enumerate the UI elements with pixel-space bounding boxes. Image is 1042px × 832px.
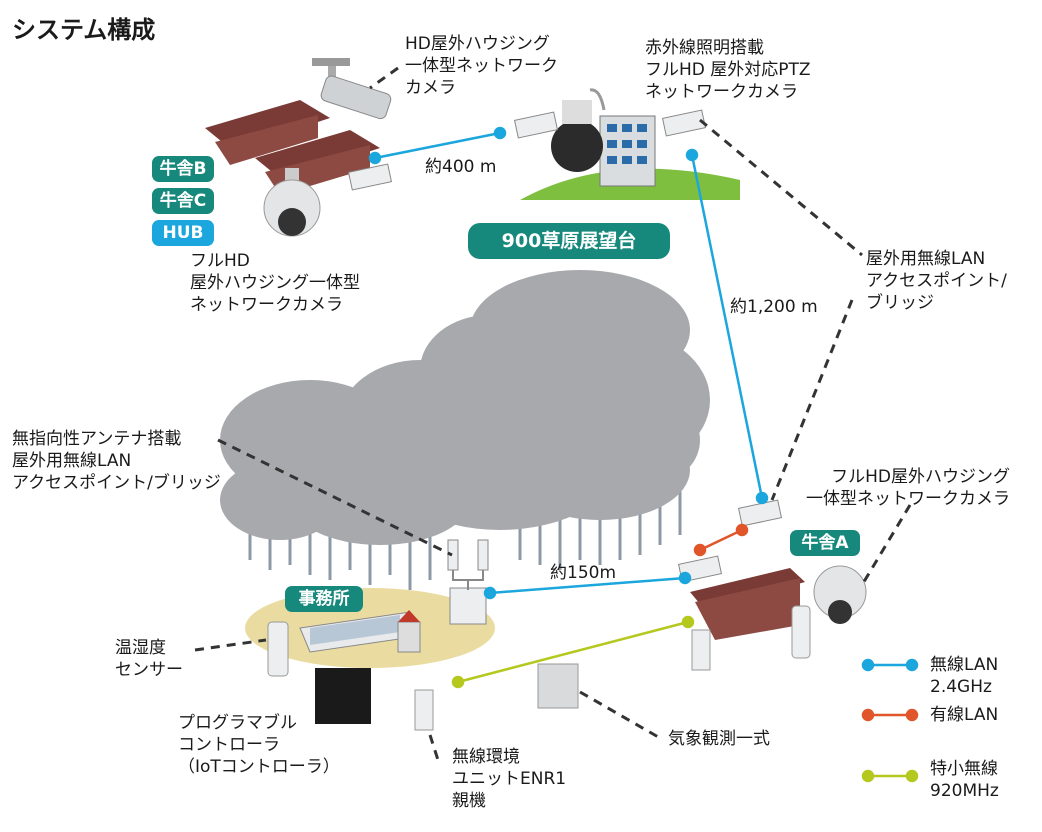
sensor-label: 温湿度センサー xyxy=(115,638,183,680)
observatory-building xyxy=(599,115,656,187)
leader-lines xyxy=(194,66,912,761)
legend-lines xyxy=(861,658,919,783)
office-badge: 事務所 xyxy=(285,586,363,612)
observatory-badge: 900草原展望台 xyxy=(468,223,670,259)
dome-camera-bc-icon xyxy=(263,168,321,237)
barn-b-illustration xyxy=(205,100,330,165)
dome-camera-a-icon xyxy=(813,565,867,624)
distance-1200-label: 約1,200 m xyxy=(730,297,818,317)
distance-150-label: 約150m xyxy=(550,563,617,583)
distance-400-label: 約400 m xyxy=(425,157,497,177)
barn-c-badge: 牛舎C xyxy=(152,188,214,214)
weather-station xyxy=(537,663,579,709)
plc-controller xyxy=(315,668,371,724)
wireless-lan-lines xyxy=(368,126,769,600)
page-title: システム構成 xyxy=(12,16,156,44)
fullhd-camera-a-label: フルHD屋外ハウジング一体型ネットワークカメラ xyxy=(806,467,1010,509)
radio-920-line xyxy=(451,615,695,689)
access-point-icon xyxy=(347,109,783,625)
barn-a-badge: 牛舎A xyxy=(790,530,860,556)
plc-label: プログラマブルコントローラ（IoTコントローラ） xyxy=(178,713,340,777)
sensor-devices xyxy=(267,605,811,731)
ptz-camera-icon xyxy=(551,88,606,172)
office-building xyxy=(299,610,421,653)
hd-camera-icon xyxy=(312,58,392,120)
hub-badge: HUB xyxy=(152,220,214,246)
wired-lan-line xyxy=(693,523,749,557)
barn-a-illustration xyxy=(690,568,805,640)
legend-wired-label: 有線LAN xyxy=(930,705,999,725)
forest-canopy xyxy=(220,270,710,545)
barn-b-badge: 牛舎B xyxy=(152,156,214,182)
weather-label: 気象観測一式 xyxy=(668,729,770,749)
hd-camera-label: HD屋外ハウジング一体型ネットワークカメラ xyxy=(405,34,558,98)
